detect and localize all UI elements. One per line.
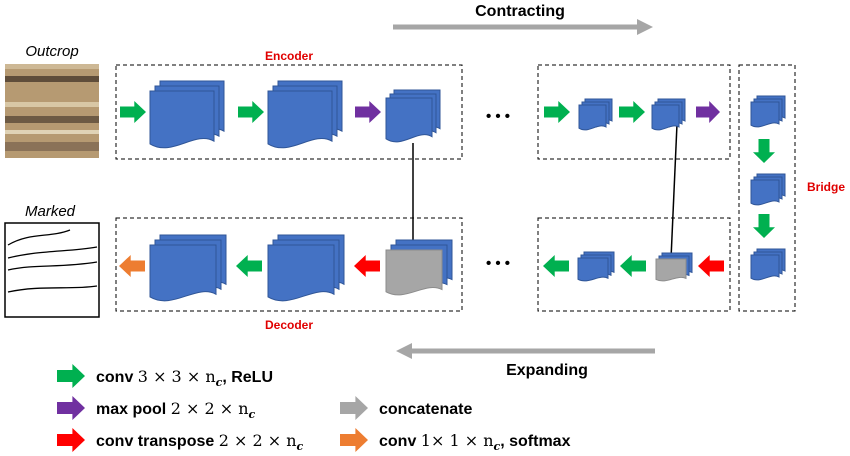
encoder-box-right bbox=[537, 64, 731, 160]
decoder-box-right bbox=[537, 217, 731, 312]
feature-map-stack bbox=[149, 80, 225, 149]
concat-feature-map bbox=[385, 239, 453, 296]
bridge-box bbox=[738, 64, 796, 312]
legend-conv-relu-text: conv 3 × 3 × nc, ReLU bbox=[96, 367, 273, 389]
marked-label: Marked bbox=[25, 203, 76, 220]
conv-arrow bbox=[543, 255, 569, 277]
conv-arrow bbox=[544, 101, 570, 123]
bridge-feature-map bbox=[750, 95, 786, 128]
conv-arrow bbox=[238, 101, 264, 123]
concat-feature-map bbox=[655, 252, 693, 282]
decoder-label: Decoder bbox=[265, 318, 313, 332]
decoder-box-left bbox=[115, 217, 463, 312]
conv-arrow bbox=[620, 255, 646, 277]
marked-image bbox=[4, 222, 100, 318]
maxpool-arrow bbox=[696, 101, 720, 123]
skip-connection-2 bbox=[667, 123, 678, 261]
feature-map-stack bbox=[267, 80, 343, 149]
expanding-arrow bbox=[396, 343, 655, 359]
feature-map-stack bbox=[651, 98, 686, 131]
feature-map-stack bbox=[385, 89, 441, 143]
legend-max-pool-text: max pool 2 × 2 × nc bbox=[96, 399, 256, 421]
feature-map-stack bbox=[577, 251, 615, 282]
bridge-feature-map bbox=[750, 173, 786, 206]
encoder-label: Encoder bbox=[265, 49, 313, 63]
conv-transpose-arrow bbox=[698, 255, 724, 277]
expanding-label: Expanding bbox=[506, 362, 588, 379]
contracting-arrow bbox=[393, 19, 653, 35]
conv-transpose-arrow bbox=[354, 255, 380, 277]
bridge-label: Bridge bbox=[807, 180, 845, 194]
legend-conv-relu-icon bbox=[57, 364, 85, 388]
feature-map-stack bbox=[578, 98, 613, 131]
conv-arrow bbox=[120, 101, 146, 123]
legend: conv 3 × 3 × nc, ReLU max pool 2 × 2 × n… bbox=[57, 364, 571, 453]
legend-conv-transpose-icon bbox=[57, 428, 85, 452]
feature-map-stack bbox=[149, 234, 227, 302]
legend-concatenate-icon bbox=[340, 396, 368, 420]
outcrop-image bbox=[5, 64, 99, 158]
legend-concatenate-text: concatenate bbox=[379, 401, 472, 418]
outcrop-label: Outcrop bbox=[25, 43, 78, 60]
conv-arrow bbox=[236, 255, 262, 277]
contracting-label: Contracting bbox=[475, 3, 565, 20]
conv-arrow bbox=[619, 101, 645, 123]
conv-softmax-arrow bbox=[119, 255, 145, 277]
ellipsis-top: • • • bbox=[486, 108, 510, 125]
legend-conv-softmax-text: conv 1× 1 × nc, softmax bbox=[379, 431, 571, 453]
legend-max-pool-icon bbox=[57, 396, 85, 420]
bridge-feature-map bbox=[750, 248, 786, 281]
legend-conv-softmax-icon bbox=[340, 428, 368, 452]
encoder-box-left bbox=[115, 64, 463, 160]
feature-map-stack bbox=[267, 234, 345, 302]
maxpool-arrow bbox=[355, 101, 381, 123]
ellipsis-bottom: • • • bbox=[486, 255, 510, 272]
legend-conv-transpose-text: conv transpose 2 × 2 × nc bbox=[96, 431, 304, 453]
conv-arrow bbox=[753, 214, 775, 238]
conv-arrow bbox=[753, 139, 775, 163]
